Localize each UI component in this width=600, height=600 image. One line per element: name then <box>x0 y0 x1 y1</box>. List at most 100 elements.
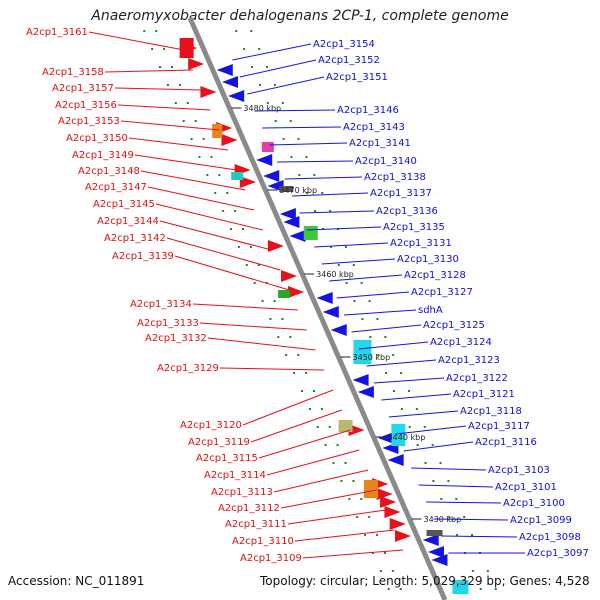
guide-dot <box>391 570 394 572</box>
guide-dot <box>218 174 221 176</box>
right-label-group: A2cp1_3154A2cp1_3152A2cp1_3151A2cp1_3146… <box>232 39 589 559</box>
reverse-gene-arrow <box>357 386 374 398</box>
right-leader-line <box>358 341 429 350</box>
left-leader-line <box>302 549 404 559</box>
right-gene-label: A2cp1_3138 <box>364 172 426 183</box>
guide-dot <box>250 30 253 32</box>
right-gene-label: A2cp1_3140 <box>355 156 417 167</box>
right-gene-label: A2cp1_3152 <box>318 55 380 66</box>
guide-dot <box>471 570 474 572</box>
guide-dot <box>202 138 205 140</box>
left-leader-line <box>242 389 334 426</box>
gene-block <box>279 186 294 192</box>
guide-dot <box>348 498 351 500</box>
forward-gene-arrow <box>188 58 205 70</box>
gene-block <box>303 226 318 240</box>
right-leader-line <box>344 309 417 316</box>
guide-dot <box>305 372 308 374</box>
guide-dot <box>345 282 348 284</box>
guide-dot <box>416 444 419 446</box>
left-leader-line <box>250 409 342 443</box>
guide-dot <box>432 480 435 482</box>
guide-dot <box>455 498 458 500</box>
guide-dot <box>337 264 340 266</box>
forward-gene-arrow <box>288 286 305 298</box>
right-gene-label: A2cp1_3137 <box>370 188 432 199</box>
left-gene-label: A2cp1_3113 <box>211 487 273 498</box>
genome-summary: Topology: circular; Length: 5,029,329 bp… <box>260 574 590 588</box>
guide-dot <box>198 156 201 158</box>
guide-dot <box>277 336 280 338</box>
left-gene-label: A2cp1_3109 <box>240 553 302 564</box>
kbp-tick-label: 3450 kbp <box>353 353 391 362</box>
guide-dot <box>423 426 426 428</box>
guide-dot <box>384 336 387 338</box>
left-gene-label: A2cp1_3145 <box>93 199 155 210</box>
left-gene-label: A2cp1_3110 <box>232 536 294 547</box>
right-gene-label: A2cp1_3154 <box>313 39 375 50</box>
reverse-gene-arrow <box>228 90 245 102</box>
reverse-gene-arrow <box>279 208 296 220</box>
gene-block <box>353 340 372 364</box>
kbp-tick-label: 3440 kbp <box>388 433 426 442</box>
forward-gene-arrow <box>200 86 217 98</box>
left-gene-label: A2cp1_3112 <box>218 503 280 514</box>
guide-dot <box>251 66 254 68</box>
guide-dot <box>214 192 217 194</box>
gene-block <box>426 530 443 536</box>
guide-dot <box>297 138 300 140</box>
guide-dot <box>320 408 323 410</box>
guide-dot <box>353 300 356 302</box>
guide-dot <box>206 174 209 176</box>
gene-block <box>363 480 378 498</box>
left-gene-label: A2cp1_3156 <box>55 100 117 111</box>
guide-dot <box>400 372 403 374</box>
right-leader-line <box>284 176 363 180</box>
guide-dot <box>273 300 276 302</box>
forward-gene-arrow <box>281 270 298 282</box>
guide-dot <box>392 390 395 392</box>
guide-dot <box>360 498 363 500</box>
right-gene-label: A2cp1_3123 <box>438 355 500 366</box>
guide-dot <box>407 390 410 392</box>
left-gene-label: A2cp1_3111 <box>225 519 287 530</box>
reverse-gene-arrow <box>263 170 280 182</box>
guide-dot <box>463 516 466 518</box>
left-leader-line <box>192 303 298 311</box>
accession-text: Accession: NC_011891 <box>8 574 145 588</box>
guide-dot <box>298 174 301 176</box>
right-gene-label: A2cp1_3151 <box>326 72 388 83</box>
guide-dot <box>387 588 390 590</box>
guide-dot <box>159 66 162 68</box>
right-leader-line <box>269 142 348 146</box>
guide-dot <box>155 30 158 32</box>
right-leader-line <box>277 160 354 163</box>
left-leader-line <box>287 509 386 525</box>
guide-dot <box>282 138 285 140</box>
left-gene-label: A2cp1_3142 <box>104 233 166 244</box>
guide-dot <box>266 102 269 104</box>
right-gene-label: A2cp1_3125 <box>423 320 485 331</box>
guide-dot <box>408 426 411 428</box>
guide-dot <box>479 588 482 590</box>
guide-dot <box>399 588 402 590</box>
guide-dot <box>143 30 146 32</box>
guide-dot <box>377 354 380 356</box>
guide-dot <box>293 372 296 374</box>
right-gene-label: A2cp1_3121 <box>453 389 515 400</box>
right-leader-line <box>388 410 459 418</box>
guide-dot <box>194 120 197 122</box>
guide-dot <box>312 390 315 392</box>
right-leader-line <box>314 242 389 248</box>
guide-dot <box>174 102 177 104</box>
right-leader-line <box>403 441 474 452</box>
right-leader-line <box>247 76 325 95</box>
right-leader-line <box>321 258 396 265</box>
guide-dot <box>364 534 367 536</box>
right-leader-line <box>232 43 312 61</box>
forward-gene-arrow <box>389 518 406 530</box>
left-label-group: A2cp1_3161A2cp1_3158A2cp1_3157A2cp1_3156… <box>26 27 404 564</box>
left-gene-label: A2cp1_3133 <box>137 318 199 329</box>
guide-dot <box>308 408 311 410</box>
right-leader-line <box>351 324 422 333</box>
